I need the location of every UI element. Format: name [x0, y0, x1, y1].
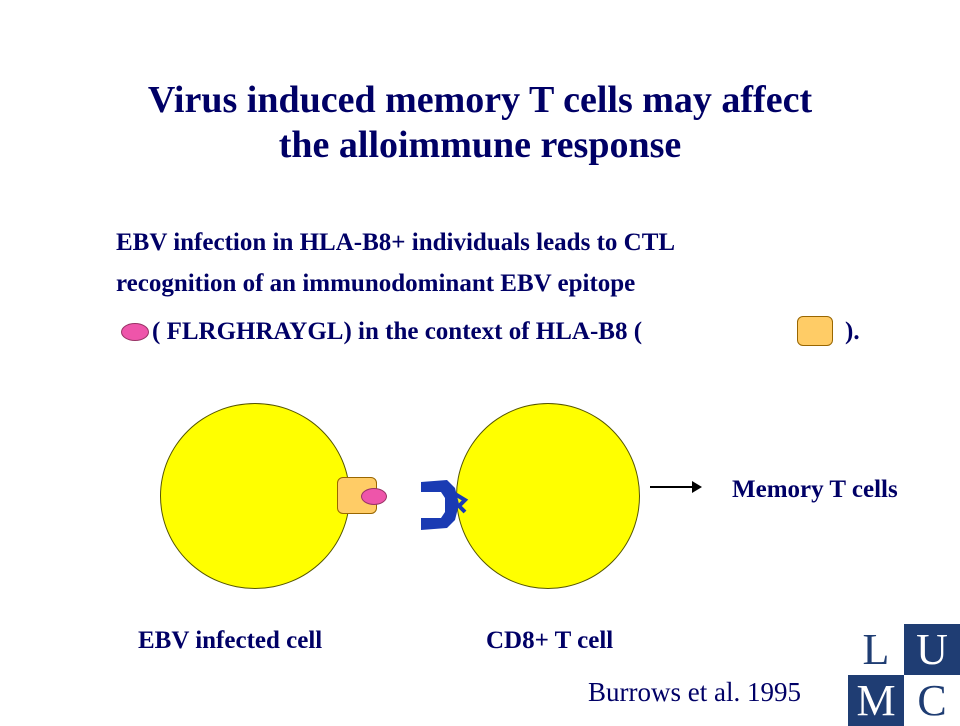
slide-title: Virus induced memory T cells may affect …	[0, 78, 960, 168]
infected-cell-label: EBV infected cell	[138, 627, 323, 654]
epitope-peptide	[361, 488, 387, 505]
t-cell-receptor-icon	[421, 480, 469, 530]
logo-letter-m: M	[848, 675, 904, 726]
lumc-logo: L U M C	[848, 624, 960, 726]
text-line-3b: ).	[845, 318, 860, 345]
arrow-icon	[650, 481, 702, 493]
title-line-2: the alloimmune response	[278, 124, 682, 166]
t-cell	[456, 403, 640, 589]
text-line-3a: ( FLRGHRAYGL) in the context of HLA-B8 (	[152, 318, 643, 345]
logo-letter-l: L	[848, 624, 904, 675]
infected-cell	[160, 403, 350, 589]
t-cell-label: CD8+ T cell	[486, 627, 614, 654]
memory-t-cells-label: Memory T cells	[732, 476, 898, 503]
text-line-1: EBV infection in HLA-B8+ individuals lea…	[116, 229, 676, 256]
title-line-1: Virus induced memory T cells may affect	[147, 79, 813, 121]
hla-legend-icon	[797, 316, 833, 346]
logo-letter-u: U	[904, 624, 960, 675]
logo-letter-c: C	[904, 675, 960, 726]
citation: Burrows et al. 1995	[588, 677, 801, 707]
text-line-2: recognition of an immunodominant EBV epi…	[116, 270, 636, 297]
epitope-legend-icon	[121, 323, 149, 341]
